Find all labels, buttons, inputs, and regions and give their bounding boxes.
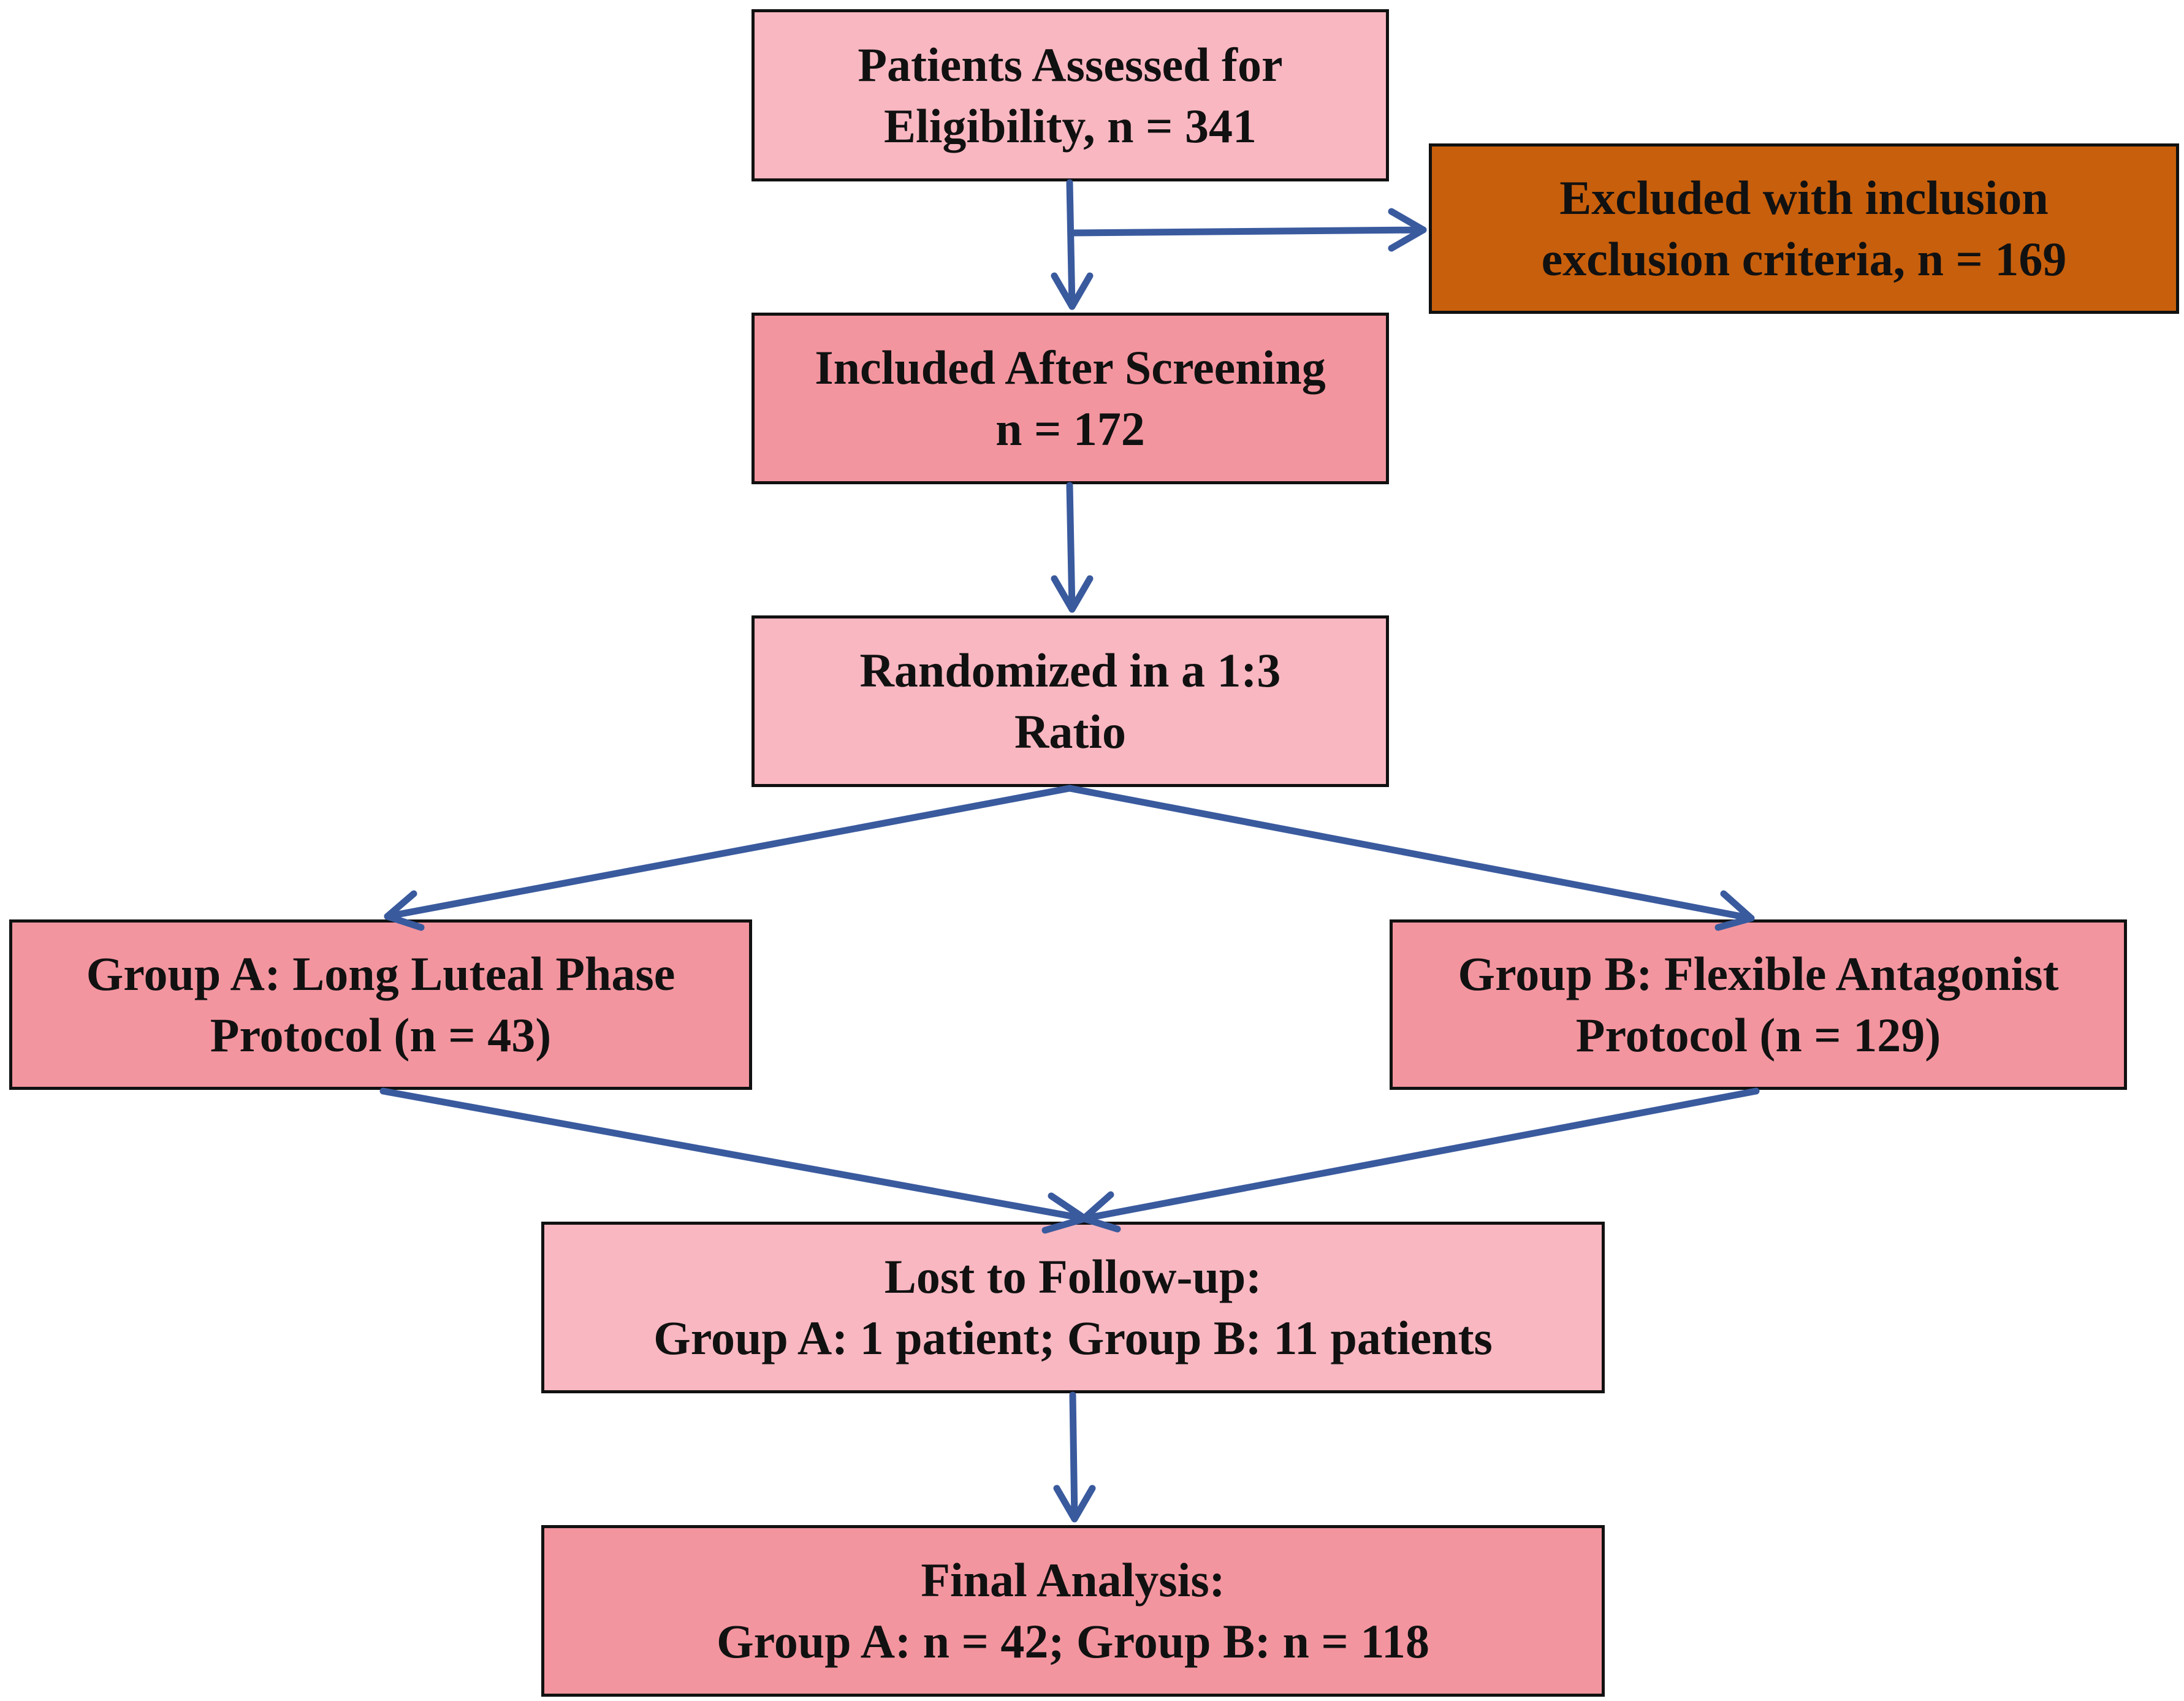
randomized-box: Randomized in a 1:3 Ratio: [751, 615, 1389, 787]
eligibility-box: Patients Assessed for Eligibility, n = 3…: [751, 9, 1389, 181]
eligibility-label: Patients Assessed for: [858, 37, 1283, 91]
arrowhead-final: [1053, 1485, 1096, 1523]
final-label: Final Analysis:: [921, 1553, 1225, 1607]
included-count: n = 172: [995, 402, 1145, 455]
eligibility-count: Eligibility, n = 341: [884, 99, 1257, 153]
group-a-label: Group A: Long Luteal Phase: [86, 947, 675, 1000]
randomized-ratio: Ratio: [1014, 705, 1126, 758]
arrowhead-included: [1051, 272, 1094, 310]
excluded-box: Excluded with inclusion exclusion criter…: [1429, 143, 2179, 314]
lost-label: Lost to Follow-up:: [884, 1250, 1262, 1303]
arrow-eligibility-to-included: [1066, 179, 1076, 310]
group-b-box: Group B: Flexible Antagonist Protocol (n…: [1390, 919, 2127, 1090]
final-counts: Group A: n = 42; Group B: n = 118: [716, 1615, 1430, 1668]
included-label: Included After Screening: [815, 341, 1326, 394]
group-a-box: Group A: Long Luteal Phase Protocol (n =…: [9, 919, 752, 1090]
group-a-count: Protocol (n = 43): [210, 1008, 552, 1062]
arrowhead-excluded: [1388, 208, 1427, 252]
arrow-lost-to-final: [1069, 1391, 1078, 1523]
randomized-label: Randomized in a 1:3: [859, 644, 1281, 697]
arrow-group-b-to-lost: [1080, 1087, 1760, 1222]
lost-counts: Group A: 1 patient; Group B: 11 patients: [653, 1311, 1493, 1364]
included-box: Included After Screening n = 172: [751, 313, 1389, 484]
arrowhead-randomized: [1051, 575, 1094, 613]
arrow-randomized-to-group-a: [384, 785, 1073, 920]
lost-to-follow-up-box: Lost to Follow-up: Group A: 1 patient; G…: [541, 1222, 1605, 1393]
group-b-count: Protocol (n = 129): [1575, 1008, 1941, 1062]
arrow-group-a-to-lost: [379, 1087, 1089, 1222]
group-b-label: Group B: Flexible Antagonist: [1458, 947, 2059, 1000]
excluded-label: Excluded with inclusion: [1559, 171, 2049, 224]
arrow-to-excluded: [1067, 226, 1427, 237]
final-analysis-box: Final Analysis: Group A: n = 42; Group B…: [541, 1525, 1605, 1697]
excluded-count: exclusion criteria, n = 169: [1541, 232, 2067, 286]
arrow-randomized-to-group-b: [1066, 785, 1755, 922]
arrow-included-to-randomized: [1066, 482, 1076, 613]
